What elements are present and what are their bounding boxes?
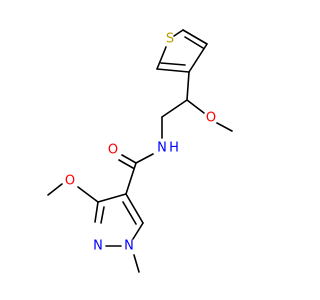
bond-c5-s-thiophene [156,46,167,70]
bond-c4-c5-thiophene-inner [160,62,186,66]
bond-pyrazole-c5-n1 [132,222,144,240]
bond-oxygen-methyl-left [47,183,63,196]
bond-c3-c4-thiophene [188,43,208,73]
bond-chiral-carbon-oxygen [186,99,205,114]
bond-nitrogen-carbonyl [135,153,154,164]
bond-s-c2-thiophene [173,29,184,37]
amide-hydrogen: H [169,141,179,156]
bond-carbonyl-oxygen-1 [121,154,137,164]
bond-pyrazole-c4-c5 [125,193,144,224]
bond-chiral-carbon-ch2 [161,99,188,118]
bond-carbonyl-pyrazole [125,162,137,195]
bond-n1-methyl [133,254,140,273]
bond-pyrazole-c4-c3 [97,193,127,203]
bond-oxygen-methyl-top [216,122,233,132]
amide-nitrogen: N [157,141,167,156]
ether-oxygen-top: O [206,111,216,126]
bond-c2-c3-thiophene [182,29,208,45]
pyrazole-nitrogen-2: N [93,239,103,254]
bond-c3-oxygen-left [77,186,99,203]
bond-pyrazole-c3-n2 [94,201,99,223]
bond-pyrazole-c4-c5-inner [122,201,137,225]
amide-oxygen: O [108,143,118,158]
bond-carbonyl-oxygen-2 [118,159,134,169]
bond-c2-c3-thiophene-inner [184,36,204,49]
pyrazole-nitrogen-1: N [124,239,134,254]
ether-oxygen-left: O [65,174,75,189]
bond-thiophene-chiral-carbon [186,71,190,101]
bond-pyrazole-c3-n2-inner [100,206,105,224]
molecule-structure: S O O N H O N N [47,29,233,273]
bond-c4-c5-thiophene [156,68,190,73]
sulfur-atom: S [166,32,174,47]
